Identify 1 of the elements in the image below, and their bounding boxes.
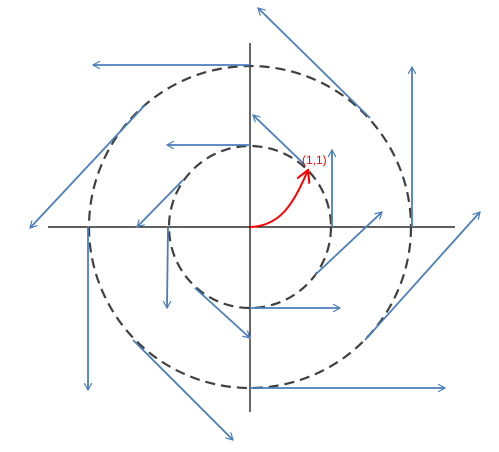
point-label: (1,1) [302,153,327,167]
